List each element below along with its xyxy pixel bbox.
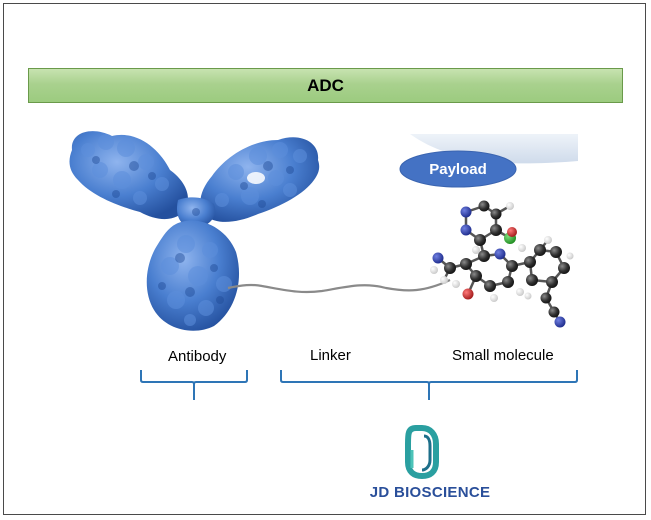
linker-molecule-bracket [280,370,578,400]
jd-bioscience-logo-icon [405,425,439,480]
payload-callout-bubble [410,134,578,164]
antibody-label: Antibody [168,348,227,365]
antibody-image [69,131,320,331]
company-name: JD BIOSCIENCE [369,484,491,501]
linker-chain [227,279,451,294]
small-molecule-image [430,200,574,328]
diagram-title: ADC [307,75,344,95]
antibody-bracket [140,370,248,400]
linker-label: Linker [310,347,351,364]
payload-label: Payload [429,161,487,178]
small-molecule-label: Small molecule [452,347,554,364]
payload-ellipse [399,150,517,188]
title-bar: ADC [28,68,623,103]
